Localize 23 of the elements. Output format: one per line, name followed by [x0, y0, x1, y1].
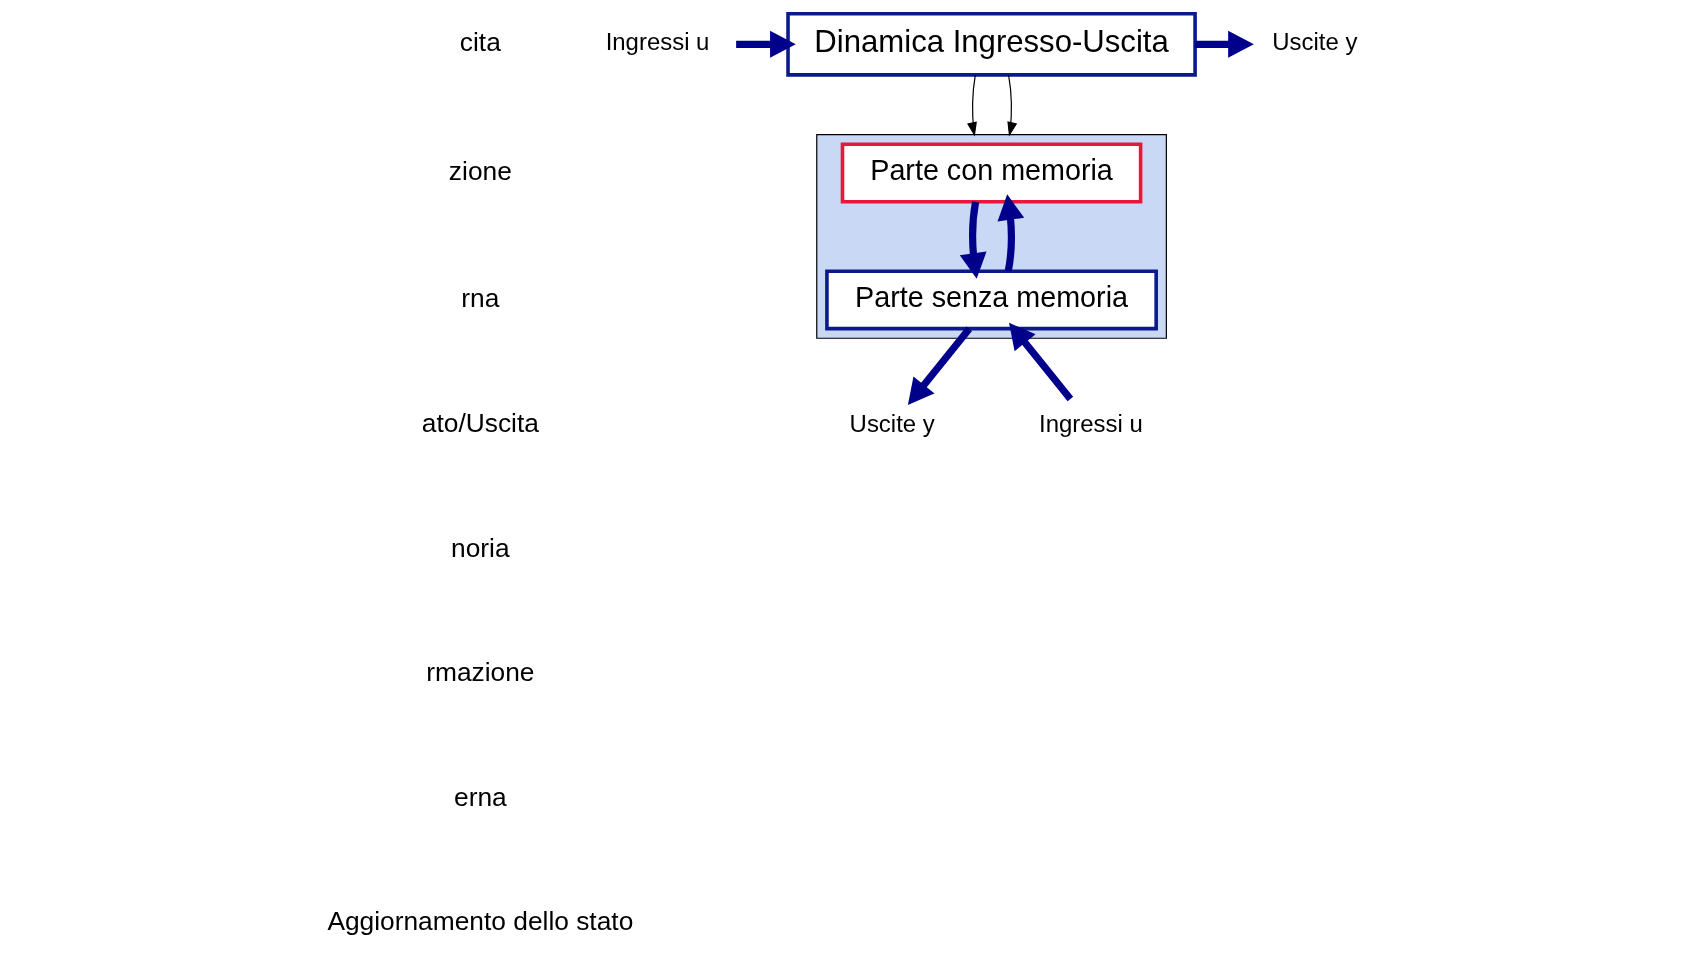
label: Aggiornamento dello stato: [327, 905, 634, 936]
node-box: Parte con memoria: [840, 142, 1143, 204]
label: rmazione: [426, 656, 535, 687]
cluster: [816, 133, 1167, 339]
label: erna: [453, 781, 507, 812]
label: rna: [461, 282, 500, 313]
arrow: [967, 74, 977, 136]
arrow: [997, 193, 1025, 272]
label: cita: [459, 26, 501, 57]
label: ato/Uscita: [421, 407, 539, 438]
arrow: [1007, 74, 1018, 136]
label: zione: [448, 155, 512, 186]
node-box: Parte senza memoria: [825, 268, 1158, 330]
label: noria: [451, 532, 510, 563]
node-text: Ingressi u: [605, 27, 710, 55]
arrow: [1009, 322, 1074, 401]
node-text: Uscite y: [1272, 27, 1358, 55]
node-text: Ingressi u: [1039, 409, 1143, 437]
arrow: [1195, 30, 1254, 58]
arrow: [907, 326, 973, 405]
arrow: [959, 200, 987, 279]
node-text: Uscite y: [849, 409, 935, 437]
node-box: Dinamica Ingresso-Uscita: [786, 11, 1197, 77]
